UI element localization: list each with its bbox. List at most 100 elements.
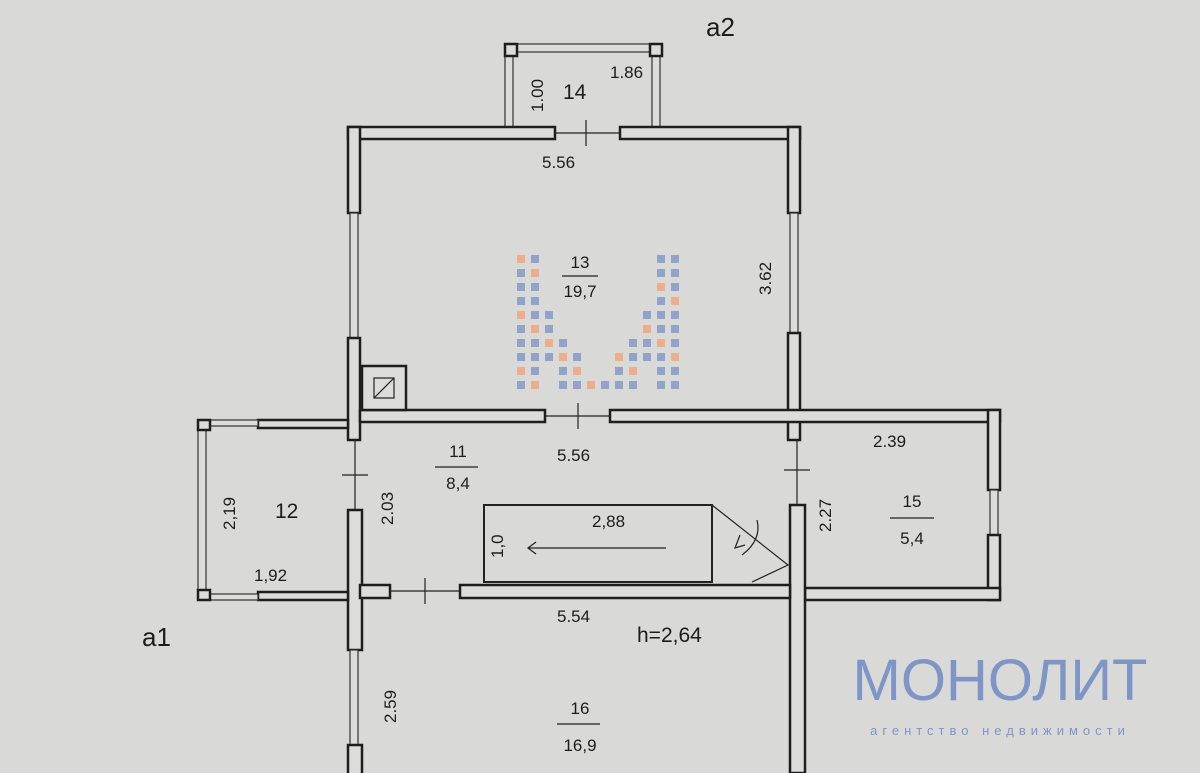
watermark-subtitle: агентство недвижимости <box>870 723 1130 738</box>
watermark-square <box>671 325 679 333</box>
room-11-area: 8,4 <box>446 474 470 493</box>
watermark-square <box>671 283 679 291</box>
watermark-square <box>517 339 525 347</box>
watermark-square <box>517 311 525 319</box>
label-a2: a2 <box>706 12 735 42</box>
watermark-square <box>629 339 637 347</box>
watermark-title: МОНОЛИТ <box>853 648 1148 713</box>
watermark-square <box>657 353 665 361</box>
watermark-square <box>629 367 637 375</box>
watermark-square <box>671 367 679 375</box>
balcony-14 <box>503 42 664 128</box>
watermark-square <box>531 381 539 389</box>
watermark-square <box>517 269 525 277</box>
watermark-square <box>517 297 525 305</box>
watermark-square <box>573 353 581 361</box>
watermark-square <box>615 367 623 375</box>
dim-15-top: 2.39 <box>873 432 906 451</box>
room-16-area: 16,9 <box>563 736 596 755</box>
dim-11-top: 5.56 <box>557 446 590 465</box>
watermark-square <box>671 339 679 347</box>
watermark-square <box>615 353 623 361</box>
watermark-square <box>531 255 539 263</box>
room-15-number: 15 <box>903 492 922 511</box>
watermark-square <box>657 381 665 389</box>
watermark-square <box>517 367 525 375</box>
watermark-square <box>657 325 665 333</box>
watermark-square <box>657 269 665 277</box>
room-13-area: 19,7 <box>563 282 596 301</box>
watermark-square <box>657 367 665 375</box>
watermark-square <box>531 367 539 375</box>
dim-stair-length: 2,88 <box>592 512 625 531</box>
watermark-square <box>517 325 525 333</box>
watermark-square <box>559 339 567 347</box>
walls <box>196 125 1002 773</box>
watermark-square <box>559 381 567 389</box>
watermark-square <box>517 283 525 291</box>
watermark-square <box>657 311 665 319</box>
watermark-square <box>671 255 679 263</box>
watermark-square <box>671 297 679 305</box>
watermark-square <box>671 381 679 389</box>
watermark-square <box>573 367 581 375</box>
dim-12-width: 1,92 <box>254 566 287 585</box>
watermark-square <box>657 297 665 305</box>
watermark-square <box>587 381 595 389</box>
watermark-square <box>545 339 553 347</box>
watermark-square <box>657 339 665 347</box>
room-16-number: 16 <box>571 699 590 718</box>
room-12-number: 12 <box>275 500 298 523</box>
watermark-square <box>531 339 539 347</box>
dim-13-right: 3.62 <box>756 262 775 295</box>
dim-15-left: 2.27 <box>816 499 835 532</box>
chimney-icon <box>360 364 408 412</box>
watermark-square <box>531 297 539 305</box>
watermark-square <box>671 269 679 277</box>
watermark-square <box>601 381 609 389</box>
watermark-square <box>531 311 539 319</box>
room-11-number: 11 <box>449 442 467 461</box>
watermark-square <box>531 353 539 361</box>
watermark-square <box>545 311 553 319</box>
door-marks <box>342 120 810 604</box>
watermark-square <box>531 269 539 277</box>
room-15-area: 5,4 <box>900 529 924 548</box>
dim-14-width: 1.00 <box>528 79 547 112</box>
watermark-square <box>629 353 637 361</box>
watermark-square <box>643 353 651 361</box>
watermark-square <box>531 325 539 333</box>
dim-16-top: 5.54 <box>557 607 590 626</box>
room-13-number: 13 <box>571 253 590 272</box>
dim-14-length: 1.86 <box>610 63 643 82</box>
ceiling-height: h=2,64 <box>637 624 702 647</box>
watermark-square <box>531 283 539 291</box>
watermark-square <box>573 381 581 389</box>
watermark-square <box>657 283 665 291</box>
watermark-square <box>643 311 651 319</box>
watermark-square <box>671 311 679 319</box>
room-14-number: 14 <box>563 81 587 104</box>
dim-12-height: 2,19 <box>220 497 239 530</box>
watermark-square <box>643 325 651 333</box>
watermark-square <box>517 255 525 263</box>
watermark-square <box>643 339 651 347</box>
label-a1: a1 <box>142 622 171 652</box>
watermark-logo <box>517 255 679 389</box>
dim-16-left: 2.59 <box>381 690 400 723</box>
watermark-square <box>629 381 637 389</box>
dim-11-left: 2.03 <box>378 492 397 525</box>
watermark-square <box>559 367 567 375</box>
watermark-square <box>517 381 525 389</box>
watermark-square <box>559 353 567 361</box>
dim-stair-width: 1,0 <box>488 534 507 558</box>
watermark-square <box>545 325 553 333</box>
staircase <box>483 504 790 583</box>
watermark-square <box>545 353 553 361</box>
watermark-square <box>615 381 623 389</box>
dim-13-top: 5.56 <box>542 153 575 172</box>
watermark-square <box>517 353 525 361</box>
watermark-square <box>657 255 665 263</box>
